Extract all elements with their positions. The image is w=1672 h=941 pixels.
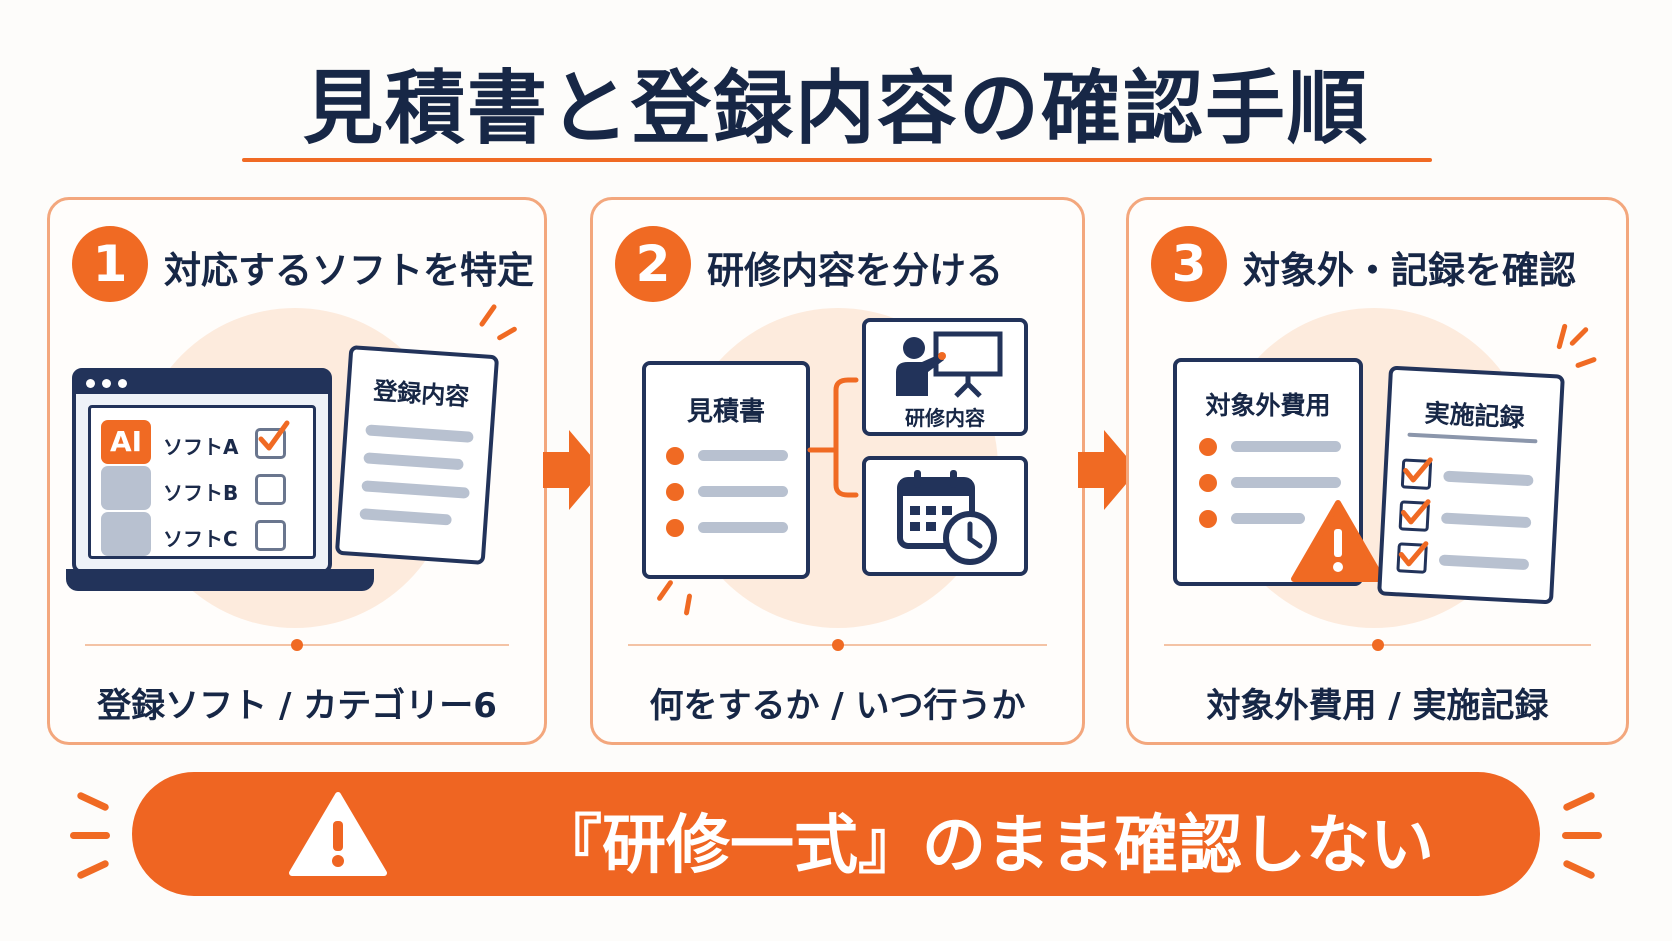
- laptop-icon: AI ソフトA ソフトB ソフトC: [72, 368, 332, 574]
- page-title: 見積書と登録内容の確認手順: [303, 62, 1369, 155]
- warning-icon: [1291, 500, 1385, 582]
- burst-mark: [1562, 859, 1596, 880]
- burst-mark: [1562, 791, 1596, 812]
- checkmark-icon: [1398, 457, 1433, 567]
- presenter-icon: [896, 331, 1003, 398]
- schedule-box: [862, 456, 1028, 576]
- burst-mark: [70, 832, 110, 839]
- implementation-record-document-icon: 実施記録: [1377, 365, 1565, 605]
- warning-banner: 『研修一式』のまま確認しない: [132, 772, 1540, 896]
- step-2-caption: 何をするか / いつ行うか: [649, 686, 1026, 726]
- software-b-icon: [101, 466, 151, 510]
- software-c-label: ソフトC: [163, 527, 238, 551]
- software-b-checkbox: [255, 474, 286, 505]
- step-3-caption: 対象外費用 / 実施記録: [1206, 686, 1549, 726]
- step-1-title: 対応するソフトを特定: [164, 249, 534, 292]
- training-content-box: 研修内容: [862, 318, 1028, 436]
- estimate-doc-title: 見積書: [686, 397, 765, 427]
- banner-text: 『研修一式』のまま確認しない: [538, 809, 1434, 883]
- software-c-checkbox: [255, 520, 286, 551]
- emphasis-mark: [1568, 326, 1590, 347]
- estimate-document-icon: 見積書: [642, 361, 810, 579]
- training-content-label: 研修内容: [905, 406, 985, 430]
- burst-mark: [76, 791, 110, 812]
- step-1-caption: 登録ソフト / カテゴリー6: [97, 686, 497, 726]
- step-2-title: 研修内容を分ける: [707, 249, 1003, 292]
- step-2-number: 2: [615, 226, 691, 302]
- emphasis-mark: [656, 579, 674, 602]
- software-list: AI ソフトA ソフトB ソフトC: [88, 405, 316, 559]
- emphasis-mark: [683, 593, 693, 616]
- step-3-panel: 3 対象外・記録を確認 対象外費用 実施記録 対象外費用 / 実施記録: [1126, 197, 1629, 745]
- software-a-checkbox: [255, 420, 290, 459]
- software-a-label: ソフトA: [163, 435, 239, 459]
- step-3-title: 対象外・記録を確認: [1243, 249, 1576, 292]
- emphasis-mark: [1556, 323, 1568, 350]
- arrow-right-icon: [543, 430, 603, 510]
- emphasis-mark: [1574, 356, 1598, 369]
- step-1-number: 1: [72, 226, 148, 302]
- registration-document-icon: 登録内容: [334, 345, 500, 565]
- burst-mark: [76, 859, 110, 880]
- branch-connector: [807, 377, 859, 498]
- step-2-panel: 2 研修内容を分ける 見積書 研修内容: [590, 197, 1085, 745]
- laptop-base: [66, 569, 374, 591]
- software-c-icon: [101, 512, 151, 556]
- step-1-panel: 1 対応するソフトを特定 AI ソフトA ソフトB ソフトC: [47, 197, 547, 745]
- registration-doc-title: 登録内容: [372, 376, 471, 412]
- software-row-a: AI ソフトA: [101, 420, 301, 466]
- arrow-right-icon: [1078, 430, 1138, 510]
- software-b-label: ソフトB: [163, 481, 239, 505]
- warning-icon: [289, 792, 387, 876]
- software-row-b: ソフトB: [101, 466, 301, 512]
- emphasis-mark: [478, 303, 498, 328]
- title-underline: [242, 158, 1432, 162]
- step-3-number: 3: [1151, 226, 1227, 302]
- implementation-record-title: 実施記録: [1423, 398, 1526, 433]
- excluded-cost-title: 対象外費用: [1205, 391, 1331, 420]
- ai-software-icon: AI: [101, 420, 151, 464]
- burst-mark: [1562, 832, 1602, 839]
- emphasis-mark: [496, 325, 518, 342]
- calendar-clock-icon: [897, 470, 997, 565]
- software-row-c: ソフトC: [101, 512, 301, 558]
- checkmark-icon: [258, 420, 290, 451]
